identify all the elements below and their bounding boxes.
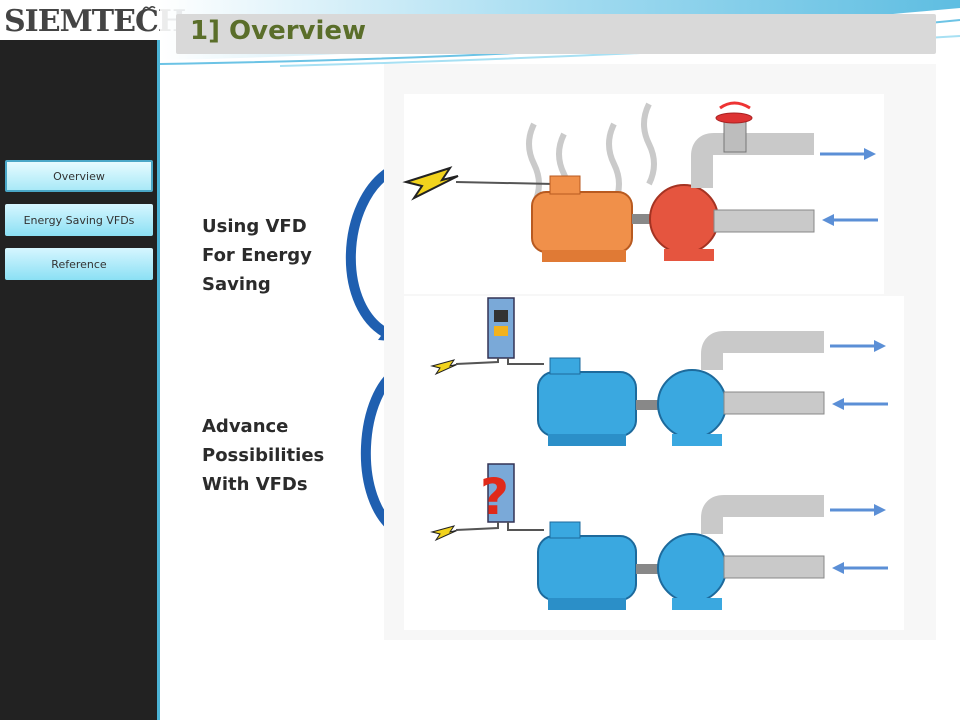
advance-line-2: Possibilities xyxy=(202,445,325,466)
pump-scene-1 xyxy=(402,94,884,294)
lightning-icon xyxy=(402,166,459,201)
slide-title: 1] Overview xyxy=(190,16,367,46)
pump-illustration: ? xyxy=(384,64,936,640)
advance-line-1: Advance xyxy=(202,416,289,437)
advance-possibilities-label: Advance Possibilities With VFDs xyxy=(202,412,324,499)
pump-diagram: ? xyxy=(402,94,904,630)
sidebar: Overview Energy Saving VFDs Reference xyxy=(0,40,160,720)
siemtech-logo: SIEMTECH xyxy=(0,0,186,40)
using-vfd-line-3: Saving xyxy=(202,274,271,295)
bird-logo-icon xyxy=(142,5,156,11)
logo-text: SIEMTECH xyxy=(4,4,186,39)
using-vfd-line-2: For Energy xyxy=(202,245,312,266)
using-vfd-line-1: Using VFD xyxy=(202,216,307,237)
nav-overview-label: Overview xyxy=(53,169,105,183)
pump-scene-3: ? xyxy=(404,460,904,630)
vfd-drive-icon xyxy=(487,297,515,359)
nav-overview[interactable]: Overview xyxy=(5,160,153,192)
nav-reference-label: Reference xyxy=(51,257,107,271)
nav-reference[interactable]: Reference xyxy=(5,248,153,280)
question-mark-icon: ? xyxy=(480,468,509,526)
title-bar xyxy=(176,14,936,54)
advance-line-3: With VFDs xyxy=(202,474,308,495)
nav-energy-saving-vfds-label: Energy Saving VFDs xyxy=(23,213,135,227)
vfd-drive-icon-2 xyxy=(487,463,515,523)
using-vfd-label: Using VFD For Energy Saving xyxy=(202,212,312,299)
pump-scene-2 xyxy=(404,296,904,486)
nav-energy-saving-vfds[interactable]: Energy Saving VFDs xyxy=(5,204,153,236)
